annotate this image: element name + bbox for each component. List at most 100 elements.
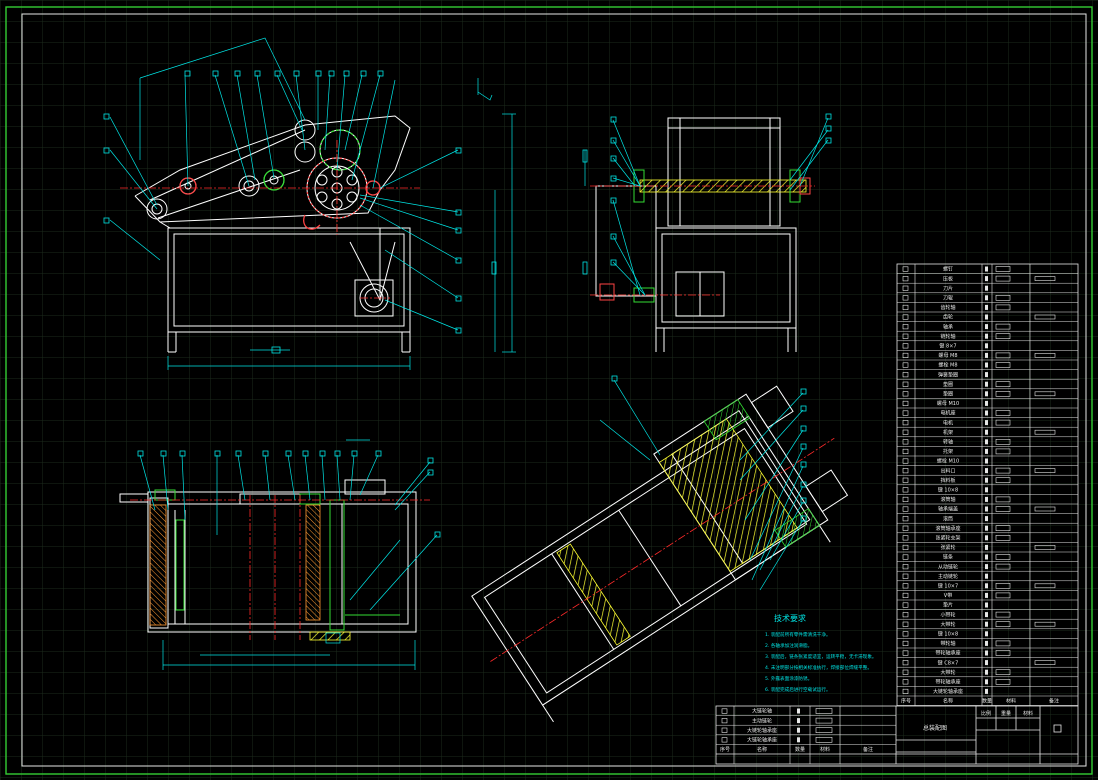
parts-list-no-box	[902, 535, 909, 541]
parts-list-qty-mark	[985, 352, 988, 358]
parts-list-material-box	[995, 448, 1011, 455]
parts-list-name: 大带轮	[940, 621, 955, 628]
parts-list-header-note: 备注	[1049, 698, 1059, 705]
parts-list-qty-mark	[985, 458, 988, 464]
parts-list-qty-mark	[985, 621, 988, 627]
parts-list-name: 转轴	[943, 439, 953, 446]
parts-list-no-box	[902, 352, 909, 359]
parts-list-no-box	[902, 506, 909, 512]
parts-list-qty-mark	[985, 285, 988, 291]
parts-list-no-box	[902, 333, 909, 339]
bottom-list-header-name: 名称	[757, 746, 767, 753]
weight-label: 重量	[1001, 710, 1011, 717]
bottom-list-material-box	[815, 727, 833, 734]
tech-req-line: 2. 各轴承加注润滑脂。	[765, 642, 812, 649]
front-view	[134, 115, 411, 353]
parts-list-qty-mark	[985, 496, 988, 502]
parts-list-note-box	[1034, 276, 1056, 281]
parts-list-name: 刀片	[943, 285, 953, 292]
bottom-list-name: 大链轮轴	[752, 708, 772, 715]
parts-list-no-box	[902, 660, 909, 666]
side-view-leaders	[584, 117, 829, 296]
parts-list-material-box	[995, 506, 1011, 512]
tech-req-title: 技术要求	[774, 613, 806, 623]
parts-list-name: 从动链轮	[938, 563, 958, 570]
parts-list-no-box	[902, 554, 909, 560]
parts-list-name: 滚筒	[943, 515, 953, 522]
parts-list-no-box	[902, 640, 909, 647]
parts-list-qty-mark	[985, 266, 988, 272]
parts-list-no-box	[902, 420, 909, 426]
iso-view-balloons	[611, 375, 807, 522]
parts-list-material-box	[995, 266, 1011, 272]
bottom-list-rows: 大链轮轴主动链轮大链轮轴承座大链轮轴承座序号名称数量材料备注	[716, 706, 896, 764]
parts-list-name: 滚筒轴	[940, 496, 955, 503]
parts-list-header-qty: 数量	[982, 698, 992, 705]
parts-list-no-box	[902, 362, 909, 368]
parts-list-qty-mark	[985, 362, 988, 368]
parts-list-material-box	[995, 381, 1011, 388]
parts-list-name: 张紧轮支架	[935, 535, 960, 542]
parts-list-material-box	[995, 496, 1011, 503]
parts-list-note-box	[1034, 353, 1056, 358]
parts-list-no-box	[902, 439, 909, 445]
parts-list-qty-mark	[985, 564, 988, 570]
parts-list-name: 带轮轴承座	[935, 650, 960, 657]
parts-list-no-box	[902, 314, 909, 320]
parts-list-name: 张紧轮	[940, 544, 955, 551]
parts-list-qty-mark	[985, 573, 988, 579]
parts-list-no-box	[902, 429, 909, 435]
parts-list-material-box	[995, 669, 1011, 676]
parts-list-no-box	[902, 400, 909, 407]
parts-list-name: 挡料板	[940, 477, 955, 484]
parts-list-name: V带	[944, 593, 952, 599]
parts-list-no-box	[902, 410, 909, 416]
front-view-leaders	[109, 74, 459, 331]
parts-list-note-box	[1034, 314, 1056, 320]
bottom-list-no-box	[721, 708, 728, 714]
parts-list-material-box	[995, 438, 1011, 445]
tech-req-lines: 1. 装配前所有零件需清洗干净。2. 各轴承加注润滑脂。3. 装配后，链条张紧度…	[765, 631, 877, 693]
parts-list-qty-mark	[985, 525, 988, 531]
parts-list-header-name: 名称	[943, 698, 953, 705]
parts-list-name: 螺钉	[943, 266, 953, 273]
parts-list-note-box	[1034, 429, 1056, 435]
parts-list-qty-mark	[985, 304, 988, 310]
top-view-balloons	[137, 450, 441, 538]
parts-list-material-box	[995, 390, 1011, 397]
parts-list-material-box	[995, 582, 1011, 589]
parts-list-name: 齿轮	[943, 314, 953, 321]
parts-list-material-box	[995, 563, 1011, 570]
parts-list-no-box	[902, 525, 909, 531]
title-block-marker	[1053, 724, 1062, 733]
parts-list-qty-mark	[985, 650, 988, 656]
parts-list-material-box	[995, 294, 1011, 301]
parts-list-qty-mark	[985, 410, 988, 416]
bottom-list-header-no: 序号	[720, 746, 730, 753]
parts-list-name: 垫片	[943, 602, 953, 609]
parts-list-material-box	[995, 621, 1011, 628]
parts-list-name: 轴承端盖	[938, 506, 958, 513]
bottom-list-no-box	[721, 737, 728, 743]
parts-list-no-box	[902, 631, 909, 637]
bottom-list-material-box	[815, 708, 833, 714]
top-view-leaders	[139, 454, 438, 611]
parts-list-no-box	[902, 564, 909, 570]
parts-list-no-box	[902, 458, 909, 464]
top-view-dimensions	[162, 439, 416, 670]
bottom-list-no-box	[721, 718, 728, 724]
top-view-shaft-end	[309, 631, 351, 641]
parts-list-material-box	[995, 592, 1011, 599]
parts-list-no-box	[902, 295, 909, 301]
parts-list-no-box	[902, 381, 909, 387]
parts-list-no-box	[902, 573, 909, 579]
parts-list-name: 机架	[943, 429, 953, 436]
parts-list-no-box	[902, 391, 909, 397]
parts-list-name: 小带轮	[940, 611, 955, 618]
parts-list-qty-mark	[985, 343, 988, 349]
parts-list-material-box	[995, 640, 1011, 647]
parts-list-no-box	[902, 592, 909, 599]
parts-list-qty-mark	[985, 602, 988, 608]
bottom-list-name: 大链轮轴承座	[747, 727, 777, 734]
